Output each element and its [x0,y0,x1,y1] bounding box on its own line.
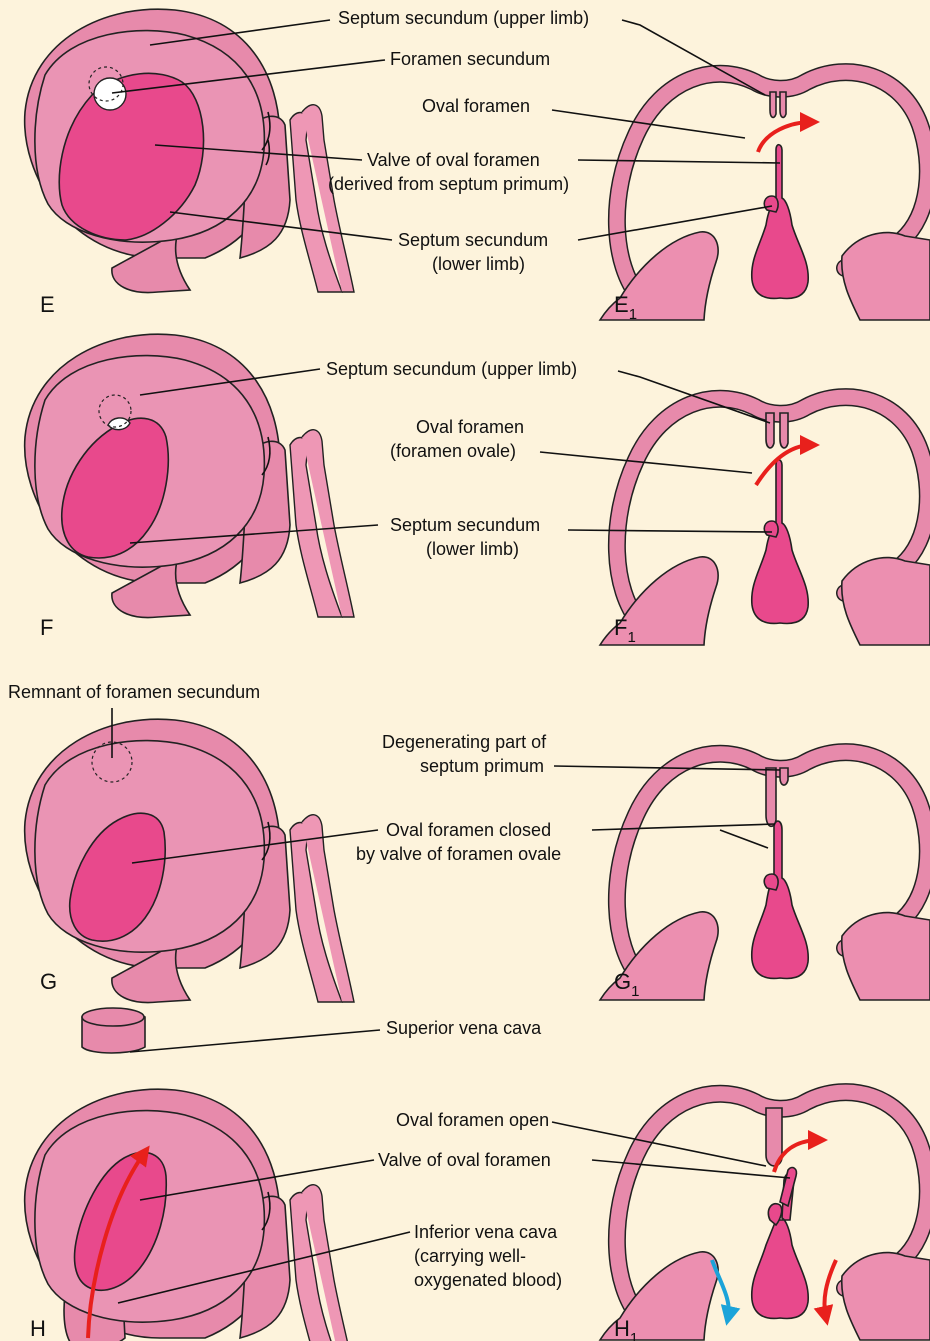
red-arrow-bottom [824,1260,836,1318]
label-foramen-secundum: Foramen secundum [390,49,550,69]
label-oval-open: Oval foramen open [396,1110,549,1130]
panel-label-e1-main: E [614,292,629,317]
red-arrow [756,445,812,485]
label-ivc: Inferior vena cava [414,1222,558,1242]
label-remnant: Remnant of foramen secundum [8,682,260,702]
label-septum-primum: septum primum [420,756,544,776]
label-valve: Valve of oval foramen [378,1150,551,1170]
panel-h-section-view [600,1092,930,1340]
label-oval-foramen: Oval foramen [416,417,524,437]
panel-label-h1-main: H [614,1316,630,1341]
panel-f-atrium-view [25,334,354,617]
panel-e-section-view [600,72,930,320]
panel-label-f1-main: F [614,615,627,640]
red-arrow [758,122,812,152]
label-valve: Valve of oval foramen [367,150,540,170]
panel-label-h1-sub: 1 [630,1330,638,1341]
panel-f: Septum secundum (upper limb) Oval forame… [25,334,930,646]
label-septum-lower-note: (lower limb) [426,539,519,559]
label-ivc-note: (carrying well- [414,1246,526,1266]
panel-e-atrium-view [25,9,354,292]
label-oval-foramen: Oval foramen [422,96,530,116]
foramen-secundum-hole [94,78,126,110]
panel-e: Septum secundum (upper limb) Foramen sec… [25,8,930,323]
label-svc: Superior vena cava [386,1018,542,1038]
panel-h: Superior vena cava Oval foramen open Val… [25,1008,930,1341]
panel-f-section-view [600,397,930,645]
panel-g: Remnant of foramen secundum Degenerating… [8,682,930,1003]
panel-g-atrium-view [25,719,354,1002]
panel-label-g1-main: G [614,969,631,994]
label-septum-lower: Septum secundum [398,230,548,250]
label-oval-closed: Oval foramen closed [386,820,551,840]
label-septum-upper: Septum secundum (upper limb) [326,359,577,379]
panel-label-g1-sub: 1 [631,983,639,1000]
label-valve-note: (derived from septum primum) [328,174,569,194]
panel-label-h: H [30,1316,46,1341]
label-ivc-note-2: oxygenated blood) [414,1270,562,1290]
panel-label-e: E [40,292,55,317]
panel-label-g: G [40,969,57,994]
panel-label-e1-sub: 1 [629,306,637,323]
panel-label-f1-sub: 1 [627,629,635,646]
panel-h-atrium-view [25,1008,354,1341]
label-septum-lower-note: (lower limb) [432,254,525,274]
label-valve-closed: by valve of foramen ovale [356,844,561,864]
label-foramen-ovale: (foramen ovale) [390,441,516,461]
label-septum-lower: Septum secundum [390,515,540,535]
label-septum-upper: Septum secundum (upper limb) [338,8,589,28]
panel-g-section-view [600,752,930,1000]
label-degenerating: Degenerating part of [382,732,547,752]
panel-label-f: F [40,615,53,640]
